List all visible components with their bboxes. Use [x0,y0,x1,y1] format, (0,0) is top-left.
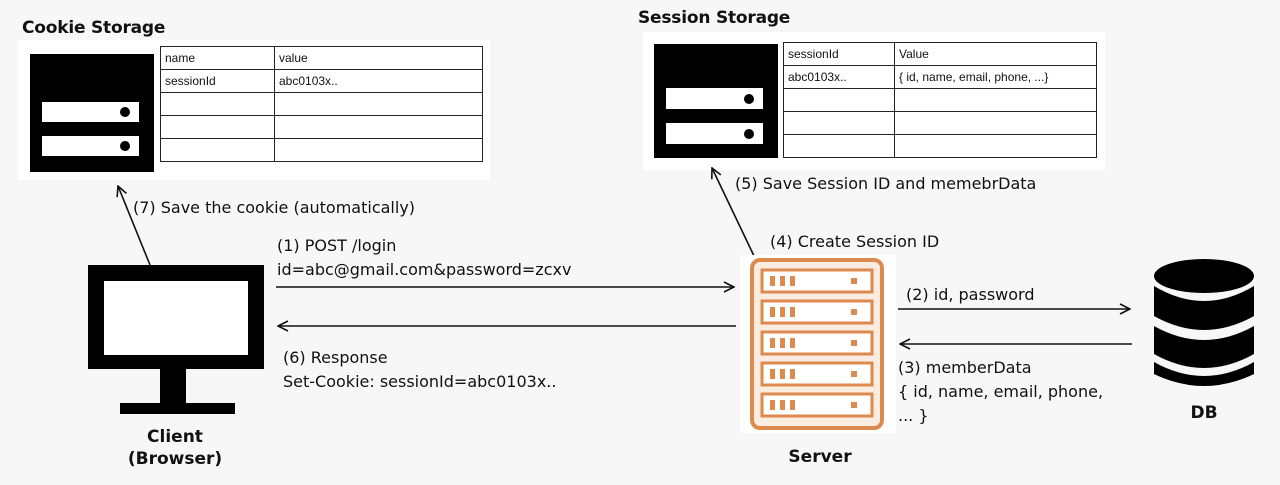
table-row: abc0103x.. { id, name, email, phone, ...… [783,65,1097,89]
table-row [160,115,483,139]
step1-line1: (1) POST /login [277,236,397,255]
table-header-row: sessionId Value [783,42,1097,66]
arrow-save-session [712,168,756,259]
table-cell: abc0103x.. [274,69,483,93]
step1-line2: id=abc@gmail.com&password=zcxv [277,260,572,279]
database-icon [1150,258,1258,392]
step7-label: (7) Save the cookie (automatically) [133,198,416,217]
server-label: Server [788,447,852,467]
step1-label: (1) POST /login id=abc@gmail.com&passwor… [277,234,571,282]
step6-label: (6) Response Set-Cookie: sessionId=abc01… [283,346,556,394]
client-label-line1: Client [147,427,203,447]
table-header-cell: value [274,46,483,70]
cookie-table: name value sessionId abc0103x.. [160,46,483,162]
client-label-line2: (Browser) [127,449,223,469]
table-header-cell: Value [894,42,1097,66]
table-cell [783,134,895,158]
step3-line2: { id, name, email, phone, [898,382,1104,401]
table-header-cell: sessionId [783,42,895,66]
table-cell [274,138,483,162]
arrow-save-cookie [118,186,151,266]
step3-label: (3) memberData { id, name, email, phone,… [898,356,1103,428]
step3-line1: (3) memberData [898,358,1032,377]
table-cell [783,111,895,135]
table-cell [160,138,275,162]
session-storage-icon [654,44,778,158]
table-cell [894,134,1097,158]
server-icon [750,258,884,430]
table-row [160,92,483,116]
step5-label: (5) Save Session ID and memebrData [735,174,1037,193]
step4-label: (4) Create Session ID [770,232,940,251]
monitor-icon [84,265,268,415]
step6-line2: Set-Cookie: sessionId=abc0103x.. [283,372,557,391]
table-cell [894,88,1097,112]
session-storage-title: Session Storage [638,8,791,28]
step6-line1: (6) Response [283,348,388,367]
client-label: Client (Browser) [100,426,250,470]
table-cell [274,115,483,139]
cookie-storage-title: Cookie Storage [22,18,166,38]
table-row [783,134,1097,158]
step2-label: (2) id, password [906,285,1035,304]
step3-line3: ... } [898,406,929,425]
cookie-storage-icon [30,54,154,172]
db-label: DB [1190,403,1218,423]
table-row [160,138,483,162]
table-cell: { id, name, email, phone, ...} [894,65,1097,89]
table-header-row: name value [160,46,483,70]
session-table: sessionId Value abc0103x.. { id, name, e… [783,42,1097,158]
